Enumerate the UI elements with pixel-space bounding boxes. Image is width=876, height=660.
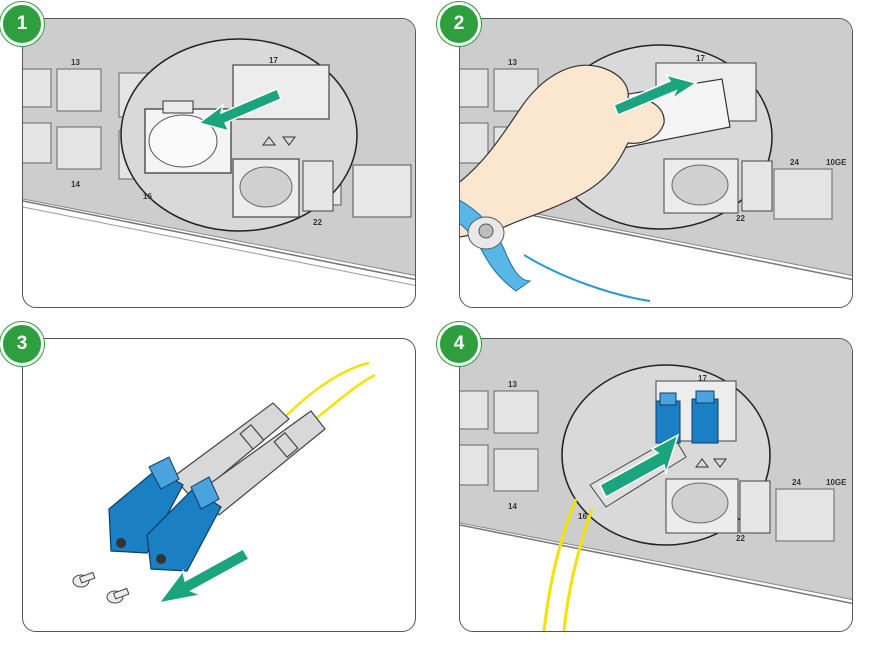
step-4-panel: 13 14 24 10GE 17 22 16 <box>459 338 853 632</box>
port-label-17: 17 <box>269 56 278 65</box>
wrist-strap-icon <box>460 199 651 302</box>
port-label-17: 17 <box>696 54 705 63</box>
port-label-10ge: 10GE <box>826 478 847 487</box>
arrow-up-right-icon <box>599 433 680 499</box>
port-label-10ge: 10GE <box>826 158 847 167</box>
port-label-13: 13 <box>508 58 517 67</box>
step-badge-3: 3 <box>0 322 44 366</box>
port-label-14: 14 <box>508 502 517 511</box>
arrow-down-left-icon <box>157 547 251 605</box>
fiber-boots <box>172 402 326 516</box>
step-badge-4: 4 <box>437 322 481 366</box>
port-label-13: 13 <box>71 58 80 67</box>
port-label-16: 16 <box>578 512 587 521</box>
step-badge-2: 2 <box>437 2 481 46</box>
step-2-illustration: 13 24 10GE 17 22 <box>460 19 852 302</box>
step-4-illustration: 13 14 24 10GE 17 22 16 <box>460 339 852 631</box>
step-3-illustration <box>72 361 376 605</box>
dust-plugs-icon <box>72 571 130 604</box>
step-2-panel: 13 24 10GE 17 22 <box>459 18 853 308</box>
port-label-24: 24 <box>792 478 801 487</box>
step-3-panel <box>22 338 416 632</box>
lc-connector-icon <box>108 456 222 572</box>
arrow-left-icon <box>197 88 282 133</box>
port-label-14: 14 <box>71 180 80 189</box>
step-1-panel: 13 14 17 22 16 <box>22 18 416 308</box>
port-label-22: 22 <box>736 214 745 223</box>
port-label-22: 22 <box>313 218 322 227</box>
port-label-24: 24 <box>790 158 799 167</box>
port-label-16: 16 <box>143 192 152 201</box>
port-label-13: 13 <box>508 380 517 389</box>
port-label-17: 17 <box>698 374 707 383</box>
hand <box>460 64 665 238</box>
step-badge-1: 1 <box>0 2 44 46</box>
arrow-right-icon <box>613 73 698 116</box>
step-1-illustration: 13 14 17 22 16 <box>23 19 415 286</box>
port-label-22: 22 <box>736 534 745 543</box>
